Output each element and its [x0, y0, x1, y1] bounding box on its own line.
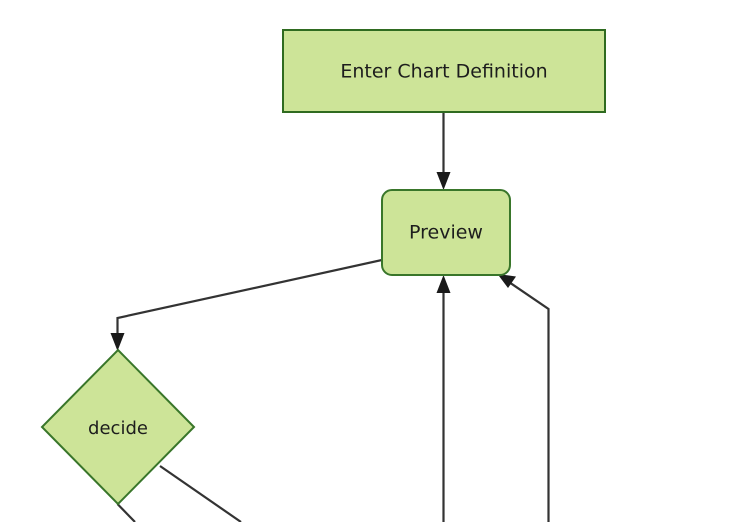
node-shape-diamond — [40, 348, 196, 506]
node-decide[interactable]: decide — [40, 348, 196, 506]
edge-bottom-right-to-preview — [497, 274, 550, 522]
arrowhead-icon — [497, 274, 516, 288]
edge-decide-bottom-out — [116, 503, 136, 522]
edge-bottom-center-to-preview — [436, 275, 451, 522]
arrowhead-icon — [110, 333, 125, 351]
node-enter-chart-definition[interactable]: Enter Chart Definition — [282, 29, 606, 113]
edge-line — [159, 465, 242, 522]
edge-line — [116, 503, 136, 522]
arrowhead-icon — [436, 275, 451, 293]
edge-line — [116, 258, 383, 341]
edge-enter-to-preview — [436, 112, 451, 190]
edge-line — [505, 279, 550, 522]
node-preview[interactable]: Preview — [381, 189, 511, 276]
edge-decide-right-out — [159, 465, 242, 522]
node-shape-rectangle — [282, 29, 606, 113]
edge-preview-to-decide — [110, 258, 383, 351]
node-shape-rounded-rectangle — [381, 189, 511, 276]
arrowhead-icon — [436, 172, 451, 190]
